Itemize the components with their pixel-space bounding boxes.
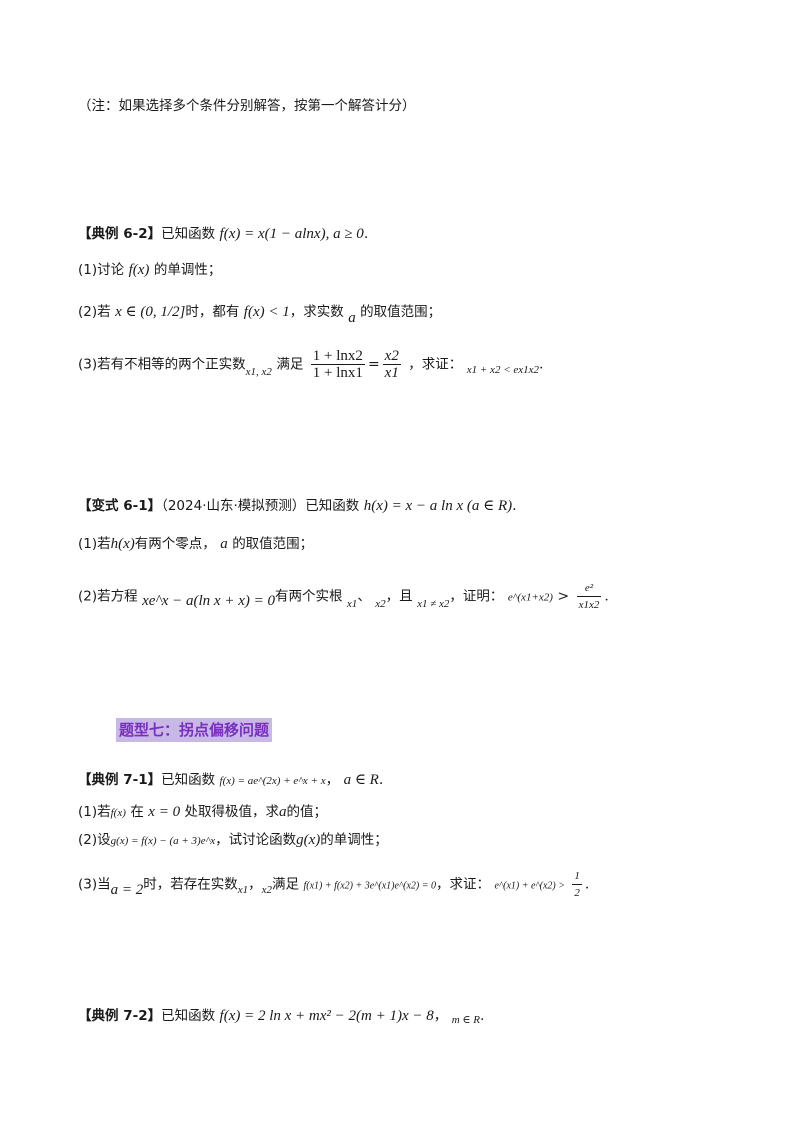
variable: a (348, 310, 356, 326)
function-ref: g(x) (296, 832, 321, 848)
question-number: (1)讨论 (78, 262, 125, 278)
question-text: 满足 (272, 876, 300, 893)
note-text: （注：如果选择多个条件分别解答，按第一个解答计分） (78, 98, 416, 114)
question-text: ，且 (385, 588, 413, 605)
fraction-numerator: 1 (572, 868, 582, 885)
question-text: ，证明： (449, 588, 504, 605)
conclusion-inequality: x1 + x2 < ex1x2 (466, 363, 540, 376)
function-ref: h(x) (110, 536, 135, 552)
example-7-1-q1: (1)若f(x) 在 x = 0 处取得极值，求a的值； (78, 802, 327, 823)
example-6-2-q1: (1)讨论 f(x) 的单调性； (78, 260, 221, 280)
example-label: 【典例 7-2】 (78, 1008, 162, 1024)
source-text: （2024·山东·模拟预测）已知函数 (161, 498, 360, 514)
function-ref: f(x) (128, 262, 150, 278)
lead-text: 已知函数 (161, 226, 216, 242)
domain-condition: x ∈ (0, 1/2] (115, 304, 186, 320)
condition: a = 2 (110, 881, 144, 898)
variant-label: 【变式 6-1】 (78, 498, 162, 514)
question-text: 的值； (286, 804, 328, 820)
variable: x1 (346, 597, 358, 610)
lead-text: 已知函数 (161, 1008, 216, 1024)
question-number: (3)当 (78, 876, 111, 893)
function-definition: g(x) = f(x) − (a + 3)e^x (110, 835, 216, 847)
variant-6-1-q2: (2)若方程 xe^x − a(ln x + x) = 0有两个实根 x1、 x… (78, 580, 609, 613)
function-formula: h(x) = x − a ln x (a ∈ R) (363, 498, 513, 514)
fraction-denominator: 1 + lnx1 (312, 365, 363, 381)
fraction-ratio: x2 x1 (382, 348, 401, 381)
question-text: 的取值范围； (360, 304, 442, 320)
question-text: ，求证： (436, 876, 490, 893)
question-number: (1)若 (78, 804, 111, 820)
question-number: (3)若有不相等的两个正实数 (78, 356, 246, 373)
question-text: ，求证： (408, 356, 463, 373)
fraction-numerator: e² (576, 580, 602, 597)
point: x = 0 (148, 804, 181, 820)
example-label: 【典例 7-1】 (78, 772, 162, 788)
separator: ， (433, 1008, 448, 1024)
equation: xe^x − a(ln x + x) = 0 (142, 592, 275, 609)
example-7-1-q2: (2)设g(x) = f(x) − (a + 3)e^x，试讨论函数g(x)的单… (78, 830, 388, 851)
variable: x1 (237, 883, 249, 896)
example-7-1-q3: (3)当a = 2时，若存在实数x1，x2满足 f(x1) + f(x2) + … (78, 868, 590, 901)
question-text: ，试讨论函数 (215, 832, 297, 848)
function-formula: f(x) = ae^(2x) + e^x + x (219, 775, 326, 787)
example-6-2-heading: 【典例 6-2】已知函数 f(x) = x(1 − alnx), a ≥ 0. (78, 226, 369, 242)
variable: x2 (375, 597, 386, 610)
lead-text: 已知函数 (161, 772, 216, 788)
function-formula: f(x) = x(1 − alnx), a ≥ 0 (219, 226, 364, 242)
example-7-1-heading: 【典例 7-1】已知函数 f(x) = ae^(2x) + e^x + x， a… (78, 772, 384, 788)
question-text: 满足 (276, 356, 304, 373)
conclusion-lhs: e^(x1+x2) (507, 591, 553, 604)
variant-6-1-heading: 【变式 6-1】（2024·山东·模拟预测）已知函数 h(x) = x − a … (78, 498, 517, 514)
question-text: 的单调性； (153, 262, 222, 278)
variable: a (279, 804, 287, 820)
question-text: 的单调性； (320, 832, 388, 848)
function-ref: f(x) (110, 807, 126, 819)
example-7-2-heading: 【典例 7-2】已知函数 f(x) = 2 ln x + mx² − 2(m +… (78, 1008, 485, 1026)
separator: 、 (357, 588, 371, 605)
question-text: ，求实数 (289, 304, 344, 320)
fraction-denominator: 2 (574, 887, 580, 899)
conclusion-fraction: 1 2 (572, 868, 582, 901)
question-text: 在 (130, 804, 144, 820)
fraction-denominator: x1x2 (578, 599, 600, 611)
section-title: 题型七：拐点偏移问题 (116, 718, 273, 742)
example-label: 【典例 6-2】 (78, 226, 162, 242)
variable: x2 (261, 883, 273, 896)
question-number: (2)设 (78, 832, 111, 848)
question-text: 时，都有 (185, 304, 240, 320)
conclusion-lhs: e^(x1) + e^(x2) > (494, 880, 565, 892)
conclusion-fraction: e² x1x2 (576, 580, 602, 613)
question-number: (2)若方程 (78, 588, 138, 605)
inequality: f(x) < 1 (243, 304, 290, 320)
fraction-numerator: x2 (382, 348, 401, 365)
question-text: 处取得极值，求 (184, 804, 280, 820)
question-text: 有两个零点， (134, 536, 216, 552)
fraction-denominator: x1 (384, 365, 399, 381)
fraction-numerator: 1 + lnx2 (310, 348, 365, 365)
question-number: (2)若 (78, 304, 111, 320)
question-text: 的取值范围； (232, 536, 314, 552)
variant-6-1-q1: (1)若h(x)有两个零点， a 的取值范围； (78, 534, 313, 554)
domain: a ∈ R (343, 772, 379, 788)
example-6-2-q3: (3)若有不相等的两个正实数x1, x2 满足 1 + lnx2 1 + lnx… (78, 348, 544, 381)
question-text: 有两个实根 (274, 588, 343, 605)
example-6-2-q2: (2)若 x ∈ (0, 1/2]时，都有 f(x) < 1，求实数 a 的取值… (78, 302, 442, 326)
variables: x1, x2 (245, 365, 272, 378)
separator: ， (248, 876, 262, 893)
inequality: x1 ≠ x2 (417, 597, 450, 610)
separator: ， (325, 772, 340, 788)
domain: m ∈ R (451, 1014, 481, 1026)
question-text: 时，若存在实数 (143, 876, 238, 893)
fraction-log: 1 + lnx2 1 + lnx1 (310, 348, 365, 381)
variable: a (220, 536, 228, 552)
function-formula: f(x) = 2 ln x + mx² − 2(m + 1)x − 8 (219, 1008, 434, 1024)
equation: f(x1) + f(x2) + 3e^(x1)e^(x2) = 0 (303, 880, 436, 892)
question-number: (1)若 (78, 536, 111, 552)
